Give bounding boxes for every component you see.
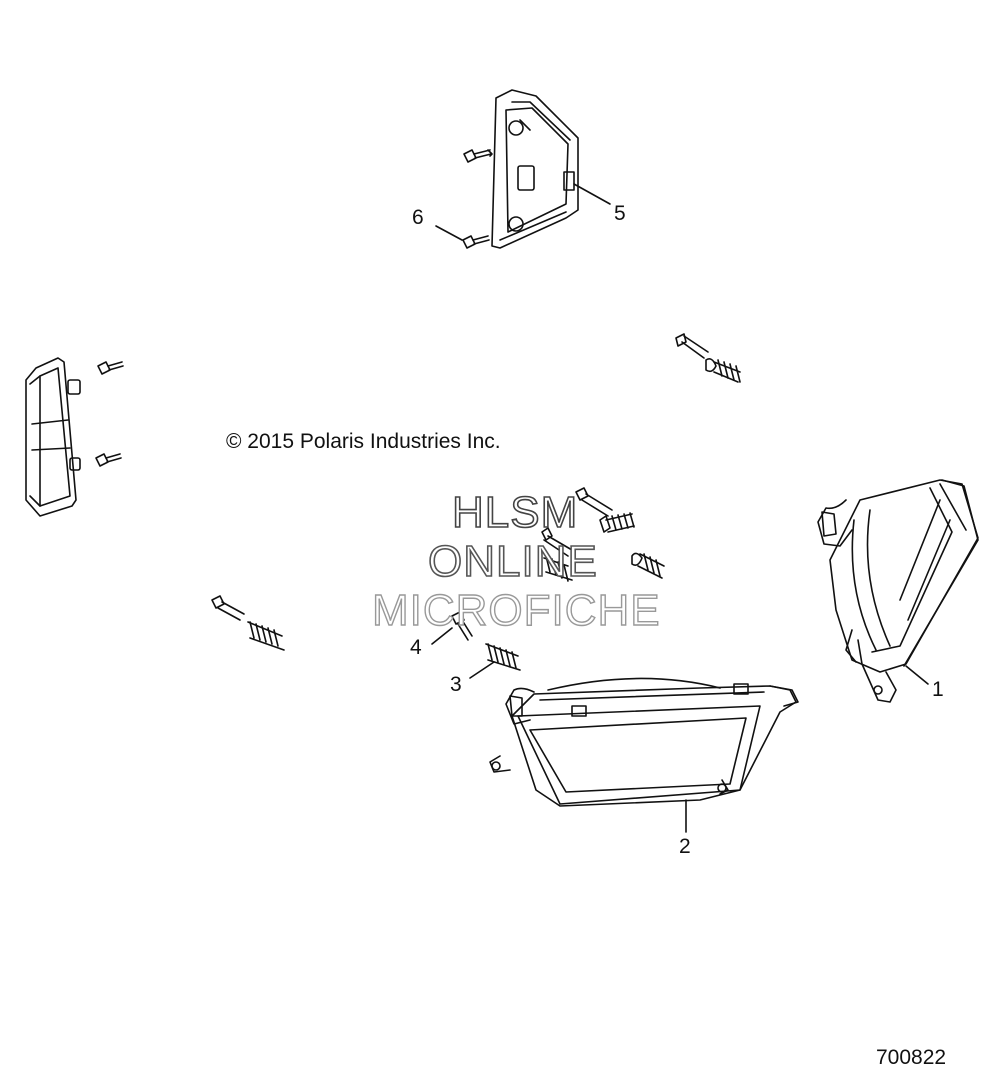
leader-6 [435,225,463,241]
watermark-line-3: MICROFICHE [371,585,661,635]
callout-6: 6 [412,206,424,229]
watermark-line-1: HLSM [451,487,579,538]
copyright-text: © 2015 Polaris Industries Inc. [226,430,501,453]
callout-5: 5 [614,202,626,225]
headlight-left-part [489,677,799,807]
adjuster-set-left [211,595,285,651]
adjuster-set-upper-right [675,333,741,383]
adjuster-screw-part [451,611,473,641]
leader-1 [905,665,929,685]
headlight-bracket-part [491,89,579,249]
watermark-line-2: ONLINE [427,536,598,587]
drawing-number: 700822 [876,1046,947,1069]
callout-1: 1 [932,678,944,701]
leader-3 [469,661,495,679]
leader-lines [431,183,929,833]
adjuster-spring-part [485,643,521,671]
side-bracket-part [25,357,124,517]
adjuster-set-center [541,487,665,582]
callout-3: 3 [450,673,462,696]
bolt-part [462,149,493,249]
headlight-right-part [817,479,979,703]
leader-4 [431,627,453,645]
callout-2: 2 [679,835,691,858]
callout-4: 4 [410,636,422,659]
leader-5 [573,183,611,205]
